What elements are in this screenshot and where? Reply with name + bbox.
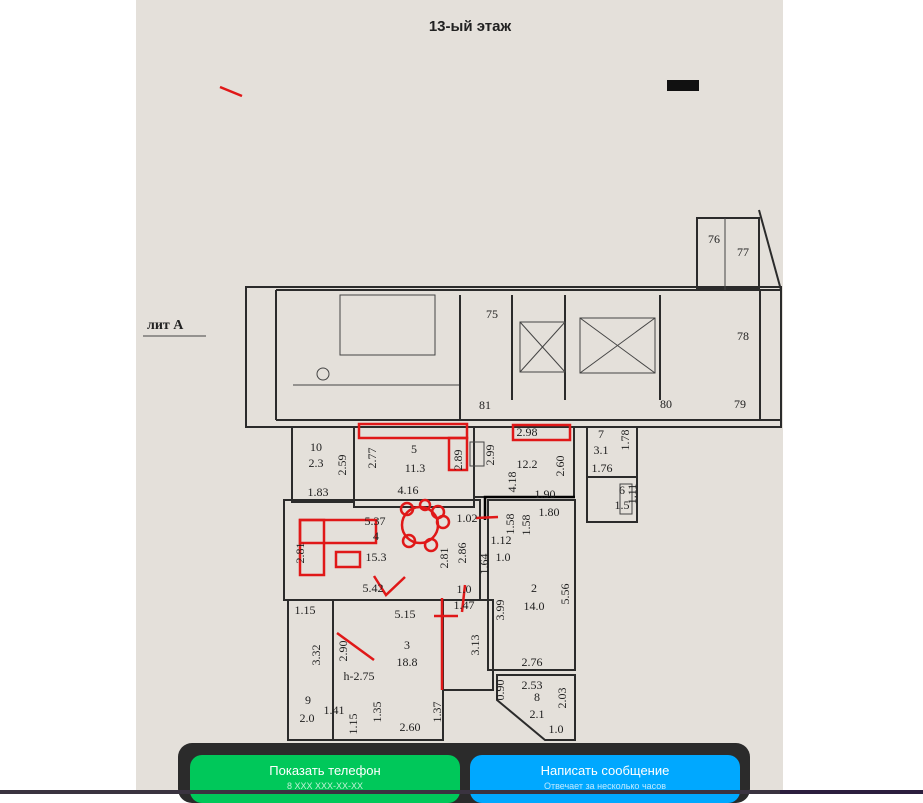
plan-label: 2.53 — [522, 678, 543, 692]
plan-label: 1.41 — [324, 703, 345, 717]
plan-label: 75 — [486, 307, 498, 321]
plan-label: 3 — [404, 638, 410, 652]
plan-label: 1.58 — [503, 514, 517, 535]
plan-label: 1.80 — [539, 505, 560, 519]
plan-label: 2.76 — [522, 655, 543, 669]
plan-label: 1.02 — [457, 511, 478, 525]
plan-label: 1.0 — [496, 550, 511, 564]
plan-label: 2.89 — [451, 450, 465, 471]
plan-label: 1.5 — [615, 498, 630, 512]
plan-label: h-2.75 — [344, 669, 375, 683]
plan-label: 2.3 — [309, 456, 324, 470]
plan-label: 5.37 — [365, 514, 386, 528]
plan-label: 1.76 — [592, 461, 613, 475]
show-phone-button[interactable]: Показать телефон 8 XXX XXX-XX-XX — [190, 755, 460, 803]
plan-label: 2.81 — [437, 548, 451, 569]
plan-label: 2.90 — [336, 641, 350, 662]
plan-label: 2.03 — [555, 688, 569, 709]
bottom-strip — [0, 790, 923, 794]
write-message-button[interactable]: Написать сообщение Отвечает за несколько… — [470, 755, 740, 803]
plan-label: 2.98 — [517, 425, 538, 439]
plan-label: 0.90 — [493, 680, 507, 701]
show-phone-label: Показать телефон — [269, 763, 381, 778]
plan-label: 2 — [531, 581, 537, 595]
plan-label: 7 — [598, 427, 604, 441]
plan-label: 1.35 — [370, 702, 384, 723]
plan-label: 79 — [734, 397, 746, 411]
plan-label: 77 — [737, 245, 749, 259]
plan-label: 1.78 — [618, 430, 632, 451]
plan-label: 18.8 — [397, 655, 418, 669]
plan-label: 1.58 — [519, 515, 533, 536]
plan-label: 1.90 — [535, 487, 556, 501]
floor-title: 13-ый этаж — [429, 18, 512, 35]
plan-label: 6 — [619, 483, 625, 497]
markup-annotations — [298, 422, 572, 690]
plan-label: 2.59 — [335, 455, 349, 476]
plan-label: 2.81 — [293, 543, 307, 564]
plan-label: 2.0 — [300, 711, 315, 725]
plan-label: 2.86 — [455, 543, 469, 564]
plan-label: 1.0 — [457, 582, 472, 596]
phone-masked: 8 XXX XXX-XX-XX — [286, 781, 364, 791]
plan-label: 1.64 — [477, 554, 491, 575]
plan-label: 4.16 — [398, 483, 419, 497]
plan-label: 2.1 — [530, 707, 545, 721]
plan-label: 2.99 — [483, 445, 497, 466]
plan-label: 5 — [411, 442, 417, 456]
plan-label: 9 — [305, 693, 311, 707]
plan-label: 1.15 — [295, 603, 316, 617]
plan-label: 3.13 — [468, 635, 482, 656]
plan-labels: 75 76 77 78 79 80 81 10 2.3 1.83 2.59 2.… — [293, 232, 749, 736]
plan-label: 5.42 — [363, 581, 384, 595]
bottom-strip-right — [780, 790, 923, 794]
plan-label: 78 — [737, 329, 749, 343]
plan-label: 1.0 — [549, 722, 564, 736]
plan-label: 12.2 — [517, 457, 538, 471]
write-message-label: Написать сообщение — [540, 763, 670, 778]
reply-time: Отвечает за несколько часов — [543, 781, 667, 791]
plan-label: 14.0 — [524, 599, 545, 613]
plan-label: 10 — [310, 440, 322, 454]
plan-label: 11.3 — [405, 461, 426, 475]
section-label: лит А — [147, 318, 184, 333]
plan-label: 5.56 — [558, 584, 572, 605]
plan-label: 15.3 — [366, 550, 387, 564]
plan-label: 5.15 — [395, 607, 416, 621]
plan-label: 2.77 — [365, 448, 379, 469]
plan-label: 3.99 — [493, 600, 507, 621]
contact-action-bar: Показать телефон 8 XXX XXX-XX-XX Написат… — [178, 743, 750, 803]
plan-label: 1.12 — [491, 533, 512, 547]
plan-label: 80 — [660, 397, 672, 411]
plan-label: 81 — [479, 398, 491, 412]
plan-label: 4 — [373, 529, 379, 543]
plan-label: 1.37 — [430, 702, 444, 723]
plan-label: 1.15 — [346, 714, 360, 735]
red-mark — [219, 85, 243, 98]
plan-label: 8 — [534, 690, 540, 704]
plan-label: 76 — [708, 232, 720, 246]
plan-label: 2.60 — [400, 720, 421, 734]
plan-label: 1.47 — [454, 598, 475, 612]
plan-label: 4.18 — [505, 472, 519, 493]
plan-label: 2.60 — [553, 456, 567, 477]
plan-label: 1.83 — [308, 485, 329, 499]
plan-label: 1.11 — [625, 484, 639, 505]
plan-label: 3.32 — [309, 645, 323, 666]
redaction-mark — [667, 80, 699, 91]
plan-label: 3.1 — [594, 443, 609, 457]
